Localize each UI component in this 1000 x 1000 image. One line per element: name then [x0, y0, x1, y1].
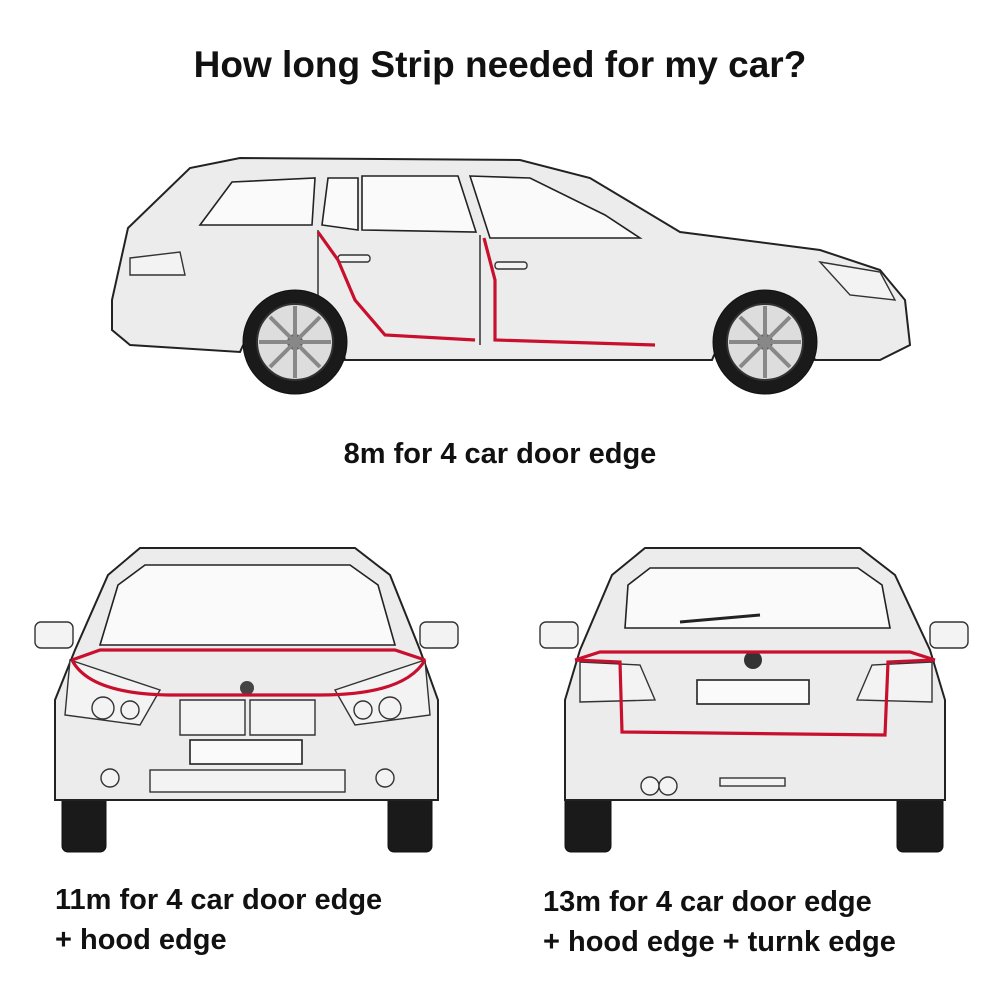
hood-strip-red: [70, 648, 427, 697]
caption-front-view-line2: + hood edge: [55, 924, 227, 956]
caption-front-view-line1: 11m for 4 car door edge: [55, 884, 383, 916]
front-view-car: [34, 547, 459, 853]
caption-rear-view-line1: 13m for 4 car door edge: [543, 886, 872, 918]
caption-rear-view-line2: + hood edge + turnk edge: [543, 926, 896, 958]
caption-side-view: 8m for 4 car door edge: [343, 438, 657, 470]
trunk-strip-red: [574, 650, 936, 737]
rear-wheel: [242, 289, 348, 395]
front-wheel: [712, 289, 818, 395]
page-title: How long Strip needed for my car?: [193, 44, 807, 85]
side-view-car: [111, 156, 912, 395]
rear-view-car: [539, 547, 969, 853]
door-strip-red: [316, 231, 656, 347]
